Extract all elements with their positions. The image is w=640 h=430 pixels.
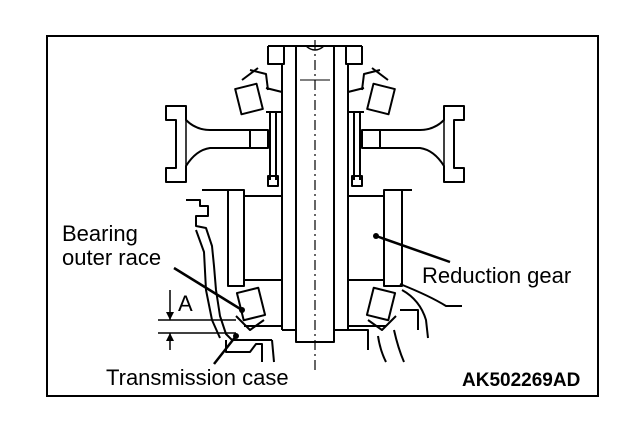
upper-right-bearing	[347, 67, 396, 116]
transmission-case-left	[186, 199, 272, 341]
transmission-case-leader	[213, 335, 237, 365]
lower-right-bearing	[348, 286, 397, 331]
right-housing-arm	[379, 105, 465, 183]
main-shaft	[295, 46, 335, 340]
upper-left-bearing	[234, 67, 283, 116]
left-sleeve	[267, 112, 279, 187]
lower-left-bearing	[235, 286, 282, 331]
figure-code: AK502269AD	[462, 370, 581, 391]
right-sleeve	[351, 112, 363, 187]
dimension-a-label: A	[178, 291, 193, 316]
bearing-outer-race-leader	[173, 266, 243, 312]
reduction-gear-label: Reduction gear	[422, 263, 572, 288]
left-housing-arm	[165, 105, 251, 183]
figure-frame	[46, 35, 599, 397]
bearing-outer-race-label-line2: outer race	[62, 245, 162, 270]
reduction-gear-body	[227, 189, 245, 287]
reduction-gear-leader	[375, 234, 451, 264]
bearing-outer-race-label-line1: Bearing	[62, 221, 138, 246]
transmission-case-label: Transmission case	[106, 365, 289, 390]
dimension-a-marker	[158, 290, 236, 350]
shaft-top-flange	[267, 46, 285, 65]
transmission-case-right	[399, 283, 462, 307]
